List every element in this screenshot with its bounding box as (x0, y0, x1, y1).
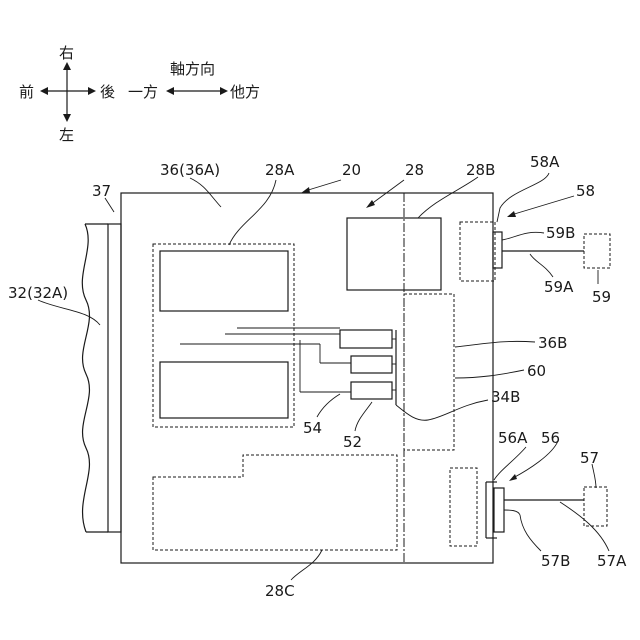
label-32: 32(32A) (8, 284, 68, 302)
label-28B: 28B (466, 161, 495, 179)
dir-axial-title: 軸方向 (170, 60, 215, 78)
label-36B: 36B (538, 334, 567, 352)
label-57B: 57B (541, 552, 570, 570)
label-52: 52 (343, 433, 362, 451)
dir-axial-other-label: 他方 (230, 83, 260, 101)
connector-58 (460, 222, 610, 281)
direction-legend: 右 左 前 後 軸方向 一方 他方 (19, 44, 260, 144)
plate-37 (108, 224, 121, 532)
dir-right-label: 右 (59, 44, 74, 62)
label-28A: 28A (265, 161, 295, 179)
connector-56 (450, 468, 607, 546)
label-59A: 59A (544, 278, 574, 296)
housing-20 (121, 193, 493, 563)
label-59: 59 (592, 288, 611, 306)
label-56A: 56A (498, 429, 528, 447)
region-28B (347, 218, 441, 290)
label-58A: 58A (530, 153, 560, 171)
label-59B: 59B (546, 224, 575, 242)
label-28C: 28C (265, 582, 295, 600)
region-28C (153, 455, 397, 550)
label-57A: 57A (597, 552, 627, 570)
label-54: 54 (303, 419, 322, 437)
region-28A (153, 244, 294, 427)
label-28: 28 (405, 161, 424, 179)
label-34B: 34B (491, 388, 520, 406)
label-56: 56 (541, 429, 560, 447)
label-37: 37 (92, 182, 111, 200)
reference-labels: 20 28 28A 36(36A) 28B 58A 58 37 32(32A) … (8, 153, 627, 600)
label-60: 60 (527, 362, 546, 380)
label-57: 57 (580, 449, 599, 467)
dir-axial-one-label: 一方 (128, 83, 158, 101)
dir-front-label: 前 (19, 83, 34, 101)
dir-left-label: 左 (59, 126, 74, 144)
leader-lines (38, 173, 609, 580)
region-36B (404, 294, 454, 450)
member-32 (82, 224, 108, 532)
label-36: 36(36A) (160, 161, 220, 179)
label-58: 58 (576, 182, 595, 200)
dir-rear-label: 後 (100, 83, 115, 101)
label-20: 20 (342, 161, 361, 179)
